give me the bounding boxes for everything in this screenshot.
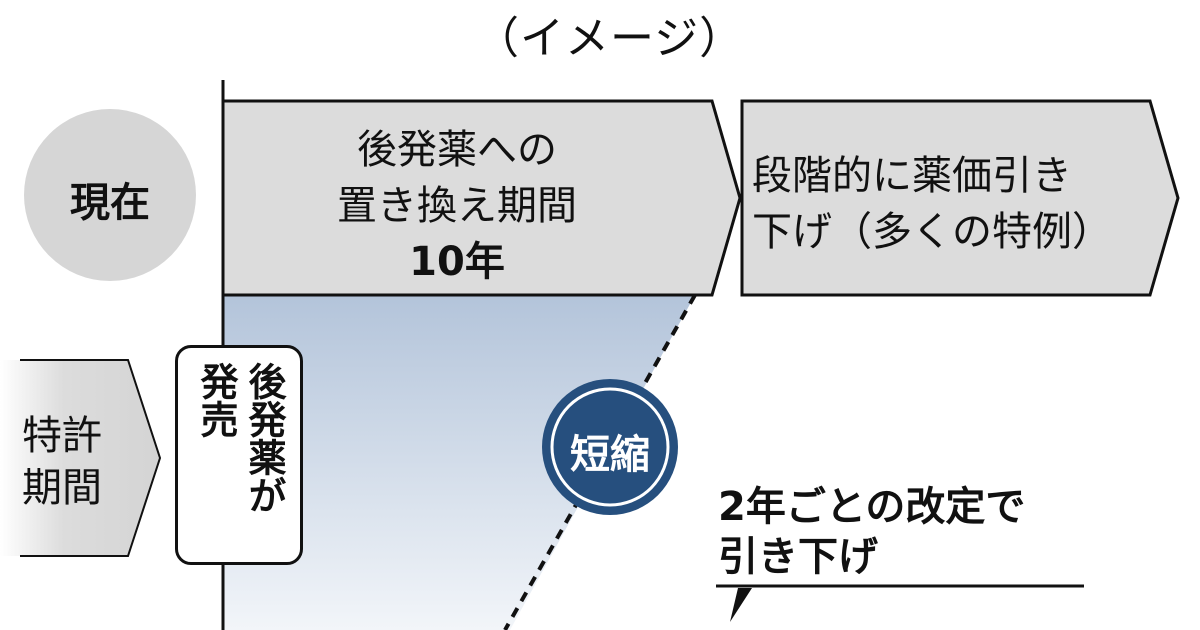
replacement-line2: 置き換え期間 [337,183,577,229]
generic-launch-box: 後発薬が 発売 [175,345,303,565]
patent-line1: 特許 [22,413,102,459]
launch-col2: 発売 [194,362,238,438]
patent-line2: 期間 [22,465,102,511]
shortened-badge-label: 短縮 [570,432,650,478]
shortened-badge-ring [550,387,670,507]
replacement-line1: 後発薬への [357,127,557,173]
current-label: 現在 [70,180,150,226]
replacement-period-arrow [221,99,742,297]
shortened-period-area [222,295,695,630]
launch-col1: 後発薬が [242,362,286,514]
price-cut-text: 段階的に薬価引き 下げ（多くの特例） [752,148,1112,260]
price-cut-arrow [740,99,1180,297]
note-line1: 2年ごとの改定で [718,484,1026,530]
patent-arrow-outline [20,359,162,557]
diagram-subtitle: （イメージ） [475,13,745,64]
price-cut-line1: 段階的に薬価引き [752,153,1072,199]
replacement-period-text: 後発薬への 置き換え期間 10年 [222,122,692,290]
note-callout-tail [730,588,752,622]
note-line2: 引き下げ [718,534,878,580]
shortened-badge-circle [542,379,678,515]
current-circle [24,109,196,281]
revision-note: 2年ごとの改定で 引き下げ [718,482,1025,582]
patent-period-text: 特許 期間 [22,410,102,514]
price-cut-line2: 下げ（多くの特例） [752,209,1112,255]
replacement-duration: 10年 [409,239,505,285]
patent-period-arrow [0,360,160,556]
